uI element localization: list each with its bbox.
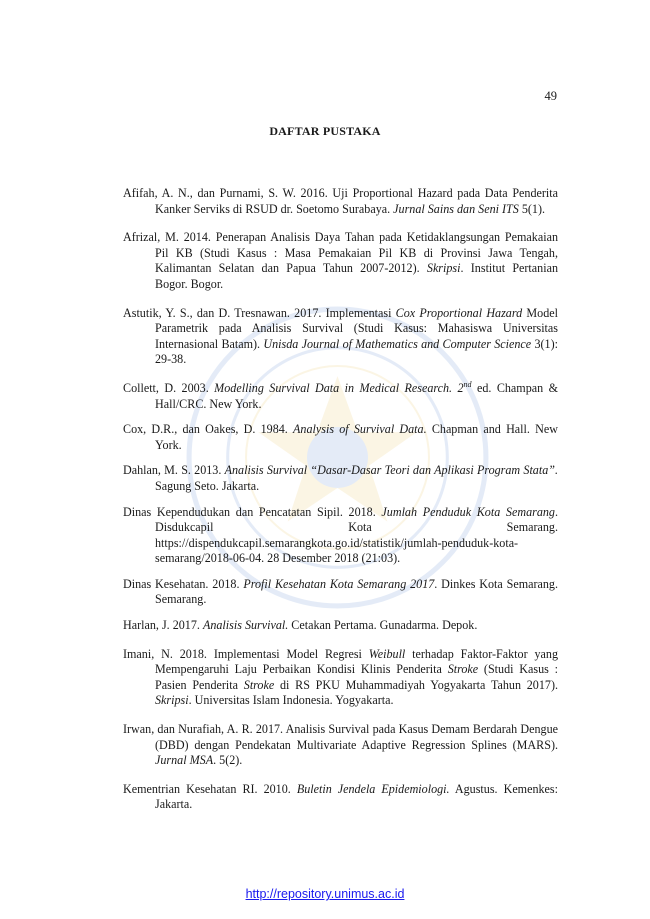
- reference-entry: Imani, N. 2018. Implementasi Model Regre…: [123, 647, 558, 709]
- reference-italic-text: Analisis Survival “Dasar-Dasar Teori dan…: [224, 463, 559, 478]
- reference-text: terhadap Faktor-Faktor yang Mempengaruhi…: [155, 646, 558, 677]
- reference-text: Cetakan Pertama. Gunadarma. Depok.: [288, 618, 478, 633]
- reference-italic-text: Analysis of Survival Data.: [293, 422, 427, 437]
- reference-text: 3(1): 29-38.: [155, 336, 558, 367]
- reference-text: Imani, N. 2018. Implementasi Model Regre…: [123, 646, 369, 661]
- footer: http://repository.unimus.ac.id: [0, 887, 650, 901]
- reference-entry: Harlan, J. 2017. Analisis Survival. Ceta…: [123, 618, 558, 634]
- reference-italic-text: Jurnal MSA: [155, 753, 214, 768]
- reference-text: Astutik, Y. S., dan D. Tresnawan. 2017. …: [123, 305, 396, 320]
- reference-italic-text: Unisda Journal of Mathematics and Comput…: [263, 336, 532, 351]
- reference-italic-text: nd: [463, 379, 472, 389]
- reference-italic-text: Buletin Jendela Epidemiologi.: [296, 781, 450, 796]
- reference-italic-text: Stroke: [447, 662, 479, 677]
- reference-italic-text: Cox Proportional Hazard: [395, 305, 523, 320]
- reference-text: ed. Champan & Hall/CRC. New York.: [155, 380, 558, 411]
- reference-italic-text: Profil Kesehatan Kota Semarang 2017: [243, 576, 435, 591]
- reference-text: Dinas Kesehatan. 2018.: [123, 576, 244, 591]
- reference-text: Sagung Seto. Jakarta.: [155, 478, 260, 493]
- reference-entry: Dinas Kesehatan. 2018. Profil Kesehatan …: [123, 577, 558, 608]
- reference-entry: Kementrian Kesehatan RI. 2010. Buletin J…: [123, 782, 558, 813]
- reference-text: Collett, D. 2003.: [123, 380, 215, 395]
- reference-text: Irwan, dan Nurafiah, A. R. 2017. Analisi…: [123, 722, 558, 752]
- reference-entry: Dahlan, M. S. 2013. Analisis Survival “D…: [123, 463, 558, 494]
- reference-entry: Dinas Kependudukan dan Pencatatan Sipil.…: [123, 505, 558, 567]
- reference-text: (Studi Kasus : Pasien Penderita: [155, 662, 558, 692]
- reference-text: Model Parametrik pada Analisis Survival …: [155, 305, 558, 351]
- reference-entry: Cox, D.R., dan Oakes, D. 1984. Analysis …: [123, 422, 558, 453]
- reference-italic-text: Modelling Survival Data in Medical Resea…: [214, 380, 464, 395]
- page-number: 49: [544, 89, 558, 103]
- reference-italic-text: Weibull: [368, 646, 406, 661]
- reference-list: Afifah, A. N., dan Purnami, S. W. 2016. …: [123, 186, 558, 813]
- reference-text: Dinas Kependudukan dan Pencatatan Sipil.…: [123, 504, 382, 519]
- reference-text: 5(1).: [518, 201, 545, 216]
- reference-italic-text: Skripsi: [155, 693, 189, 708]
- reference-entry: Irwan, dan Nurafiah, A. R. 2017. Analisi…: [123, 722, 558, 769]
- reference-text: Harlan, J. 2017.: [123, 618, 203, 633]
- reference-text: Kementrian Kesehatan RI. 2010.: [123, 781, 297, 796]
- reference-italic-text: Jurnal Sains dan Seni ITS: [393, 201, 519, 216]
- reference-italic-text: Analisis Survival.: [202, 618, 289, 633]
- page-title: DAFTAR PUSTAKA: [269, 124, 381, 138]
- reference-italic-text: Jumlah Penduduk Kota Semarang: [381, 504, 555, 519]
- reference-italic-text: Skripsi: [426, 261, 461, 276]
- reference-text: . 5(2).: [213, 753, 243, 768]
- reference-text: . Dinkes Kota Semarang. Semarang.: [155, 576, 558, 607]
- repository-link[interactable]: http://repository.unimus.ac.id: [245, 887, 405, 901]
- reference-text: Chapman and Hall. New York.: [155, 422, 558, 452]
- reference-entry: Afifah, A. N., dan Purnami, S. W. 2016. …: [123, 186, 558, 217]
- reference-text: . Disdukcapil Kota Semarang. https://dis…: [155, 504, 559, 566]
- reference-entry: Astutik, Y. S., dan D. Tresnawan. 2017. …: [123, 306, 558, 368]
- reference-text: Dahlan, M. S. 2013.: [123, 463, 225, 478]
- reference-text: . Universitas Islam Indonesia. Yogyakart…: [188, 693, 394, 708]
- reference-entry: Afrizal, M. 2014. Penerapan Analisis Day…: [123, 230, 558, 292]
- reference-text: . Institut Pertanian Bogor. Bogor.: [155, 261, 558, 291]
- reference-text: di RS PKU Muhammadiyah Yogyakarta Tahun …: [274, 677, 558, 692]
- reference-italic-text: Stroke: [243, 677, 275, 692]
- reference-text: Agustus. Kemenkes: Jakarta.: [155, 781, 558, 812]
- reference-entry: Collett, D. 2003. Modelling Survival Dat…: [123, 379, 558, 412]
- reference-text: Afifah, A. N., dan Purnami, S. W. 2016. …: [123, 186, 558, 216]
- reference-text: Afrizal, M. 2014. Penerapan Analisis Day…: [123, 230, 558, 276]
- reference-text: Cox, D.R., dan Oakes, D. 1984.: [123, 422, 294, 437]
